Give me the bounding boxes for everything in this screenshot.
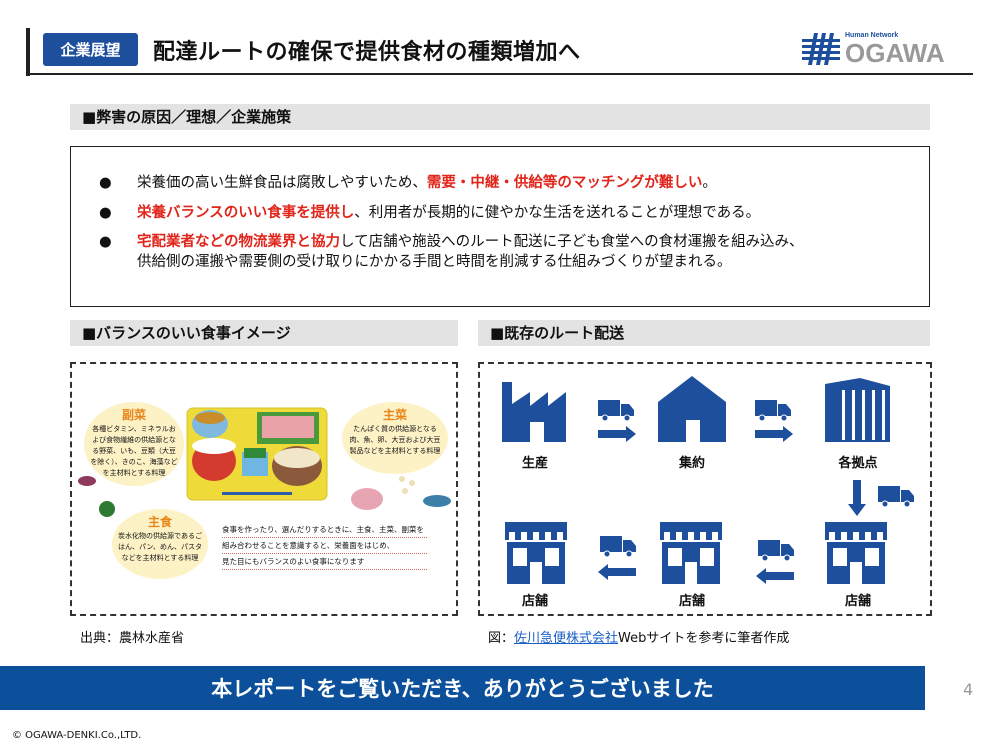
section-header-meal: ■バランスのいい食事イメージ xyxy=(70,320,458,346)
meal-image-panel: 副菜各種ビタミン、ミネラルおよび食物繊維の供給源となる野菜、いも、豆類（大豆を除… xyxy=(70,362,458,616)
bullet-icon: ● xyxy=(99,234,112,250)
section-header-causes: ■弊害の原因／理想／企業施策 xyxy=(70,104,930,130)
bullet-text: 供給側の運搬や需要側の受け取りにかかる手間と時間を削減する仕組みづくりが望まれる… xyxy=(137,254,732,270)
bullet-emphasis: 需要・中継・供給等のマッチングが難しい xyxy=(426,175,703,191)
thank-you-banner: 本レポートをご覧いただき、ありがとうございました xyxy=(0,666,925,710)
arrow-right-icon xyxy=(598,426,636,442)
shushoku-text: 炭水化物の供給源であるごはん、パン、めん、パスタなどを主材料とする料理 xyxy=(118,532,202,562)
page-number: 4 xyxy=(963,680,974,699)
building-icon xyxy=(825,378,890,442)
bullet-item: ● 栄養バランスのいい食事を提供し、利用者が長期的に健やかな生活を送れることが理想… xyxy=(99,203,760,223)
store-icon xyxy=(505,522,567,584)
page-title: 配達ルートの確保で提供食材の種類増加へ xyxy=(153,40,581,65)
fukusai-bubble: 副菜各種ビタミン、ミネラルおよび食物繊維の供給源となる野菜、いも、豆類（大豆を除… xyxy=(84,402,184,486)
causes-box: ● 栄養価の高い生鮮食品は腐敗しやすいため、需要・中継・供給等のマッチングが難しい… xyxy=(70,146,930,307)
shushoku-bubble: 主食炭水化物の供給源であるごはん、パン、めん、パスタなどを主材料とする料理 xyxy=(112,509,208,579)
bullet-icon: ● xyxy=(99,175,112,191)
store-icon xyxy=(825,522,887,584)
truck-icon xyxy=(757,539,795,562)
title-accent-bar xyxy=(26,28,30,76)
shushoku-title: 主食 xyxy=(147,515,172,529)
route-diagram xyxy=(502,376,915,584)
shusai-bubble: 主菜たんぱく質の供給源となる肉、魚、卵、大豆および大豆製品などを主材料とする料理 xyxy=(342,402,448,474)
fukusai-title: 副菜 xyxy=(121,408,146,422)
node-label-store: 店舗 xyxy=(678,594,705,609)
store-icon xyxy=(660,522,722,584)
node-label-production: 生産 xyxy=(521,456,548,471)
bullet-text: して店舗や施設へのルート配送に子ども食堂への食材運搬を組み込み、 xyxy=(340,234,804,250)
truck-icon xyxy=(599,535,637,558)
route-diagram-panel: 生産 集約 各拠点 店舗 店舗 店舗 xyxy=(478,362,932,616)
protein-illustration xyxy=(351,476,451,510)
caption-suffix: Webサイトを参考に筆者作成 xyxy=(618,631,790,646)
arrow-right-icon xyxy=(755,426,793,442)
caption-prefix: 図： xyxy=(488,631,515,646)
route-source-caption: 図：佐川急便株式会社Webサイトを参考に筆者作成 xyxy=(488,627,789,646)
bullet-emphasis: 宅配業者などの物流業界と協力 xyxy=(137,234,340,250)
truck-icon xyxy=(877,485,915,508)
node-label-consolidation: 集約 xyxy=(678,456,705,471)
svg-text:Human Network: Human Network xyxy=(845,32,898,39)
meal-note-line: 食事を作ったり、選んだりするときに、主食、主菜、副菜を xyxy=(222,522,427,538)
meal-source-caption: 出典：農林水産省 xyxy=(80,631,185,646)
warehouse-icon xyxy=(658,376,726,442)
shusai-text: たんぱく質の供給源となる肉、魚、卵、大豆および大豆製品などを主材料とする料理 xyxy=(349,425,441,455)
fukusai-text: 各種ビタミン、ミネラルおよび食物繊維の供給源となる野菜、いも、豆類（大豆を除く）… xyxy=(90,425,178,477)
ogawa-logo: Human Network OGAWA xyxy=(800,25,975,70)
truck-icon xyxy=(754,399,792,422)
node-label-hub: 各拠点 xyxy=(838,456,878,471)
arrow-left-icon xyxy=(598,564,636,580)
factory-icon xyxy=(502,382,566,442)
bullet-icon: ● xyxy=(99,205,112,221)
arrow-down-icon xyxy=(848,480,866,516)
bullet-text: 。 xyxy=(702,175,717,191)
sagawa-link[interactable]: 佐川急便株式会社 xyxy=(514,631,619,646)
bullet-item: ● 栄養価の高い生鮮食品は腐敗しやすいため、需要・中継・供給等のマッチングが難しい… xyxy=(99,173,717,193)
node-label-store: 店舗 xyxy=(521,594,548,609)
meal-note: 食事を作ったり、選んだりするときに、主食、主菜、副菜を 組み合わせることを意識す… xyxy=(222,522,427,570)
svg-text:OGAWA: OGAWA xyxy=(845,38,945,68)
header-divider xyxy=(28,73,973,75)
bullet-text: 、利用者が長期的に健やかな生活を送れることが理想である。 xyxy=(354,205,761,221)
meal-note-line: 見た目にもバランスのよい食事になります xyxy=(222,554,427,570)
bullet-text: 栄養価の高い生鮮食品は腐敗しやすいため、 xyxy=(137,175,427,191)
bullet-item: ● 宅配業者などの物流業界と協力して店舗や施設へのルート配送に子ども食堂への食材運… xyxy=(99,232,804,272)
copyright: © OGAWA-DENKI.Co.,LTD. xyxy=(12,730,142,741)
meal-tray-illustration xyxy=(186,407,328,501)
shusai-title: 主菜 xyxy=(382,408,407,422)
node-label-store: 店舗 xyxy=(844,594,871,609)
meal-note-line: 組み合わせることを意識すると、栄養面をはじめ、 xyxy=(222,538,427,554)
category-badge: 企業展望 xyxy=(43,33,138,66)
bullet-emphasis: 栄養バランスのいい食事を提供し xyxy=(137,205,355,221)
section-header-route: ■既存のルート配送 xyxy=(478,320,930,346)
arrow-left-icon xyxy=(756,568,794,584)
truck-icon xyxy=(597,399,635,422)
